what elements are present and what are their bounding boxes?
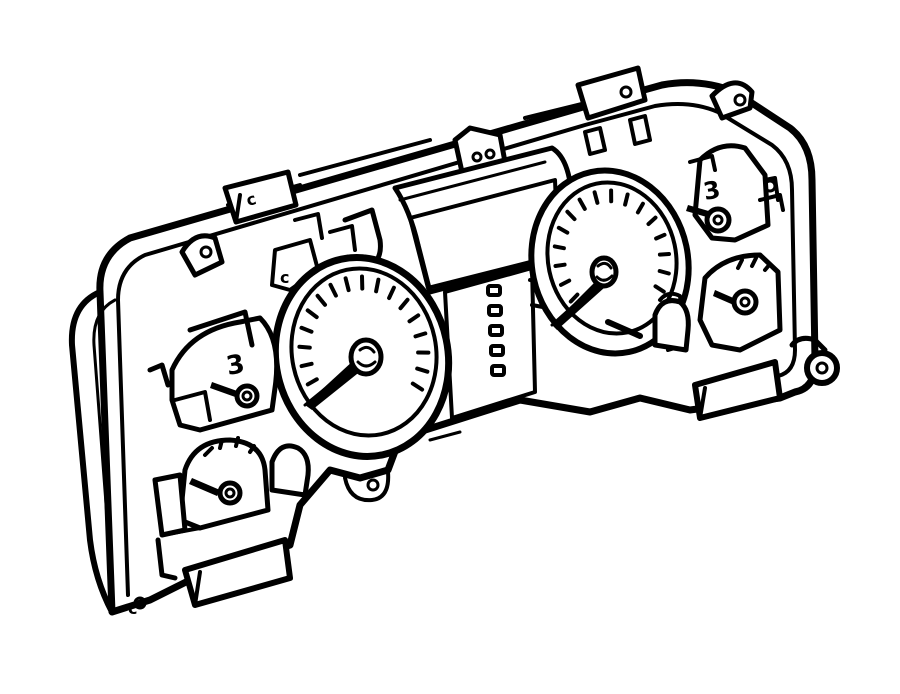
tachometer-tick — [657, 252, 671, 257]
tachometer-tick — [654, 232, 667, 241]
tachometer-tick — [565, 209, 577, 222]
svg-text:3: 3 — [224, 349, 247, 382]
speedometer-tick — [315, 293, 327, 307]
speedometer-tick — [305, 308, 319, 320]
speedometer-gauge — [271, 207, 453, 460]
tachometer-tick — [552, 244, 566, 251]
trip-reset-knob — [789, 335, 840, 386]
speedometer-tick — [299, 325, 314, 334]
speedometer-tick — [299, 361, 314, 369]
tachometer-tick — [559, 278, 572, 287]
speedometer-tick — [407, 313, 421, 324]
speedometer-tick — [387, 285, 396, 300]
speedometer-tick — [374, 277, 381, 294]
tachometer-tick — [653, 284, 666, 294]
oil-pressure-gauge: 3 — [169, 309, 280, 433]
fuel-gauge — [152, 436, 271, 538]
speedometer-tick — [415, 366, 430, 374]
housing-details: c — [147, 179, 785, 581]
tachometer-tick — [568, 292, 580, 304]
tachometer-tick — [635, 201, 645, 215]
svg-text:3: 3 — [701, 175, 722, 205]
tachometer-gauge — [528, 167, 692, 357]
tachometer-tick — [556, 225, 570, 235]
speedometer-tick — [297, 344, 312, 350]
speedometer-tick — [305, 377, 319, 387]
speedometer-tick — [410, 381, 425, 392]
speedometer-tick — [343, 276, 351, 293]
temperature-gauge: 3 — [686, 143, 780, 243]
tachometer-tick — [553, 262, 567, 268]
tachometer-tick — [592, 190, 600, 205]
tachometer-tick — [577, 197, 587, 211]
speedometer-tick — [413, 331, 428, 339]
tachometer-ticks — [552, 188, 671, 304]
voltmeter-gauge — [658, 252, 783, 353]
tachometer-tick — [657, 269, 671, 276]
svg-text:c: c — [128, 599, 137, 618]
tachometer-tick — [623, 192, 630, 207]
speedometer-tick — [398, 297, 410, 311]
tachometer-tick — [646, 215, 658, 226]
speedometer-tick — [328, 282, 338, 298]
electrical-connector — [182, 298, 783, 608]
mounting-tab: c c — [128, 65, 755, 618]
svg-text:c: c — [280, 268, 289, 287]
